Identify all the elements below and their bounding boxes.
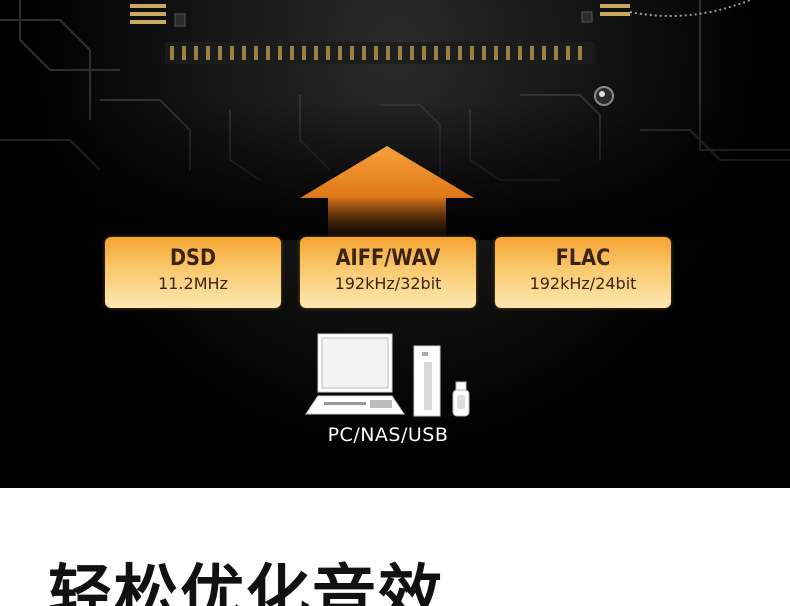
format-name: DSD <box>169 246 217 271</box>
devices-label: PC/NAS/USB <box>327 424 449 446</box>
circuit-board-background <box>0 0 790 417</box>
format-badge-aiff-wav: AIFF/WAV 192kHz/32bit <box>300 237 476 308</box>
format-name: FLAC <box>555 246 611 271</box>
format-spec: 192kHz/32bit <box>334 274 442 293</box>
up-arrow-icon <box>300 146 474 238</box>
section-heading: 轻松优化音效 <box>48 559 444 606</box>
nas-tower-icon <box>413 345 441 417</box>
laptop-icon <box>305 333 405 415</box>
format-badge-dsd: DSD 11.2MHz <box>105 237 281 308</box>
usb-drive-icon <box>452 381 470 417</box>
format-badge-flac: FLAC 192kHz/24bit <box>495 237 671 308</box>
format-spec: 11.2MHz <box>158 274 228 293</box>
hero-section: DSD 11.2MHz AIFF/WAV 192kHz/32bit FLAC 1… <box>0 0 790 488</box>
format-spec: 192kHz/24bit <box>529 274 637 293</box>
format-name: AIFF/WAV <box>335 246 441 271</box>
